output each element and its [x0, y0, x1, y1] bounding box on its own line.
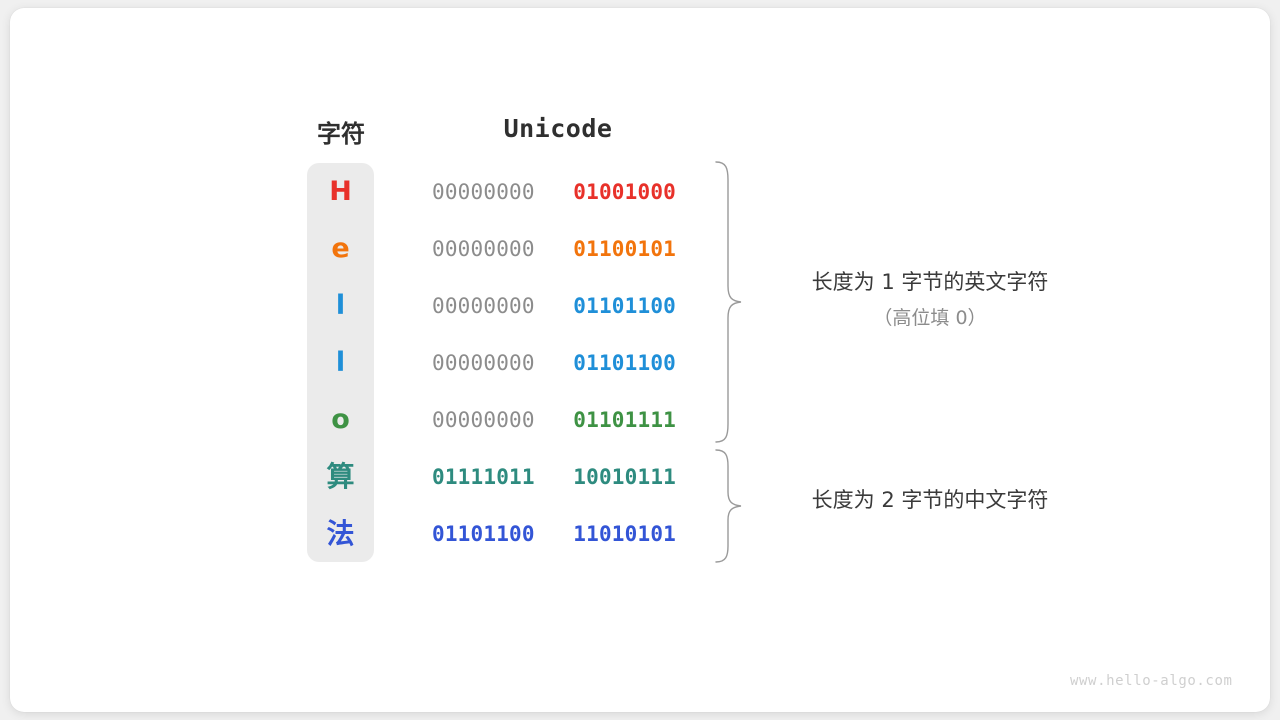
character-glyph: l — [335, 290, 346, 321]
character-cell: o — [307, 400, 374, 440]
binary-row: 00000000 01001000 — [432, 175, 684, 209]
character-glyph: H — [329, 176, 352, 207]
low-byte: 10010111 — [573, 465, 677, 489]
character-cell: 算 — [307, 457, 374, 497]
character-glyph: l — [335, 347, 346, 378]
character-cell: l — [307, 343, 374, 383]
character-column-box — [307, 163, 374, 562]
binary-row: 00000000 01100101 — [432, 232, 684, 266]
low-byte: 01101100 — [573, 294, 677, 318]
column-header-character: 字符 — [317, 120, 365, 148]
high-byte: 01111011 — [432, 465, 561, 489]
character-glyph: o — [331, 404, 350, 435]
low-byte: 01001000 — [573, 180, 677, 204]
watermark: www.hello-algo.com — [1070, 673, 1233, 689]
high-byte: 00000000 — [432, 408, 561, 432]
binary-row: 00000000 01101111 — [432, 403, 684, 437]
low-byte: 01101100 — [573, 351, 677, 375]
binary-row: 01101100 11010101 — [432, 517, 684, 551]
character-cell: e — [307, 229, 374, 269]
high-byte: 00000000 — [432, 237, 561, 261]
character-glyph: e — [331, 233, 350, 264]
annotation-one-byte-sub: （高位填 0） — [873, 307, 987, 329]
high-byte: 01101100 — [432, 522, 561, 546]
brace-one-byte-group — [715, 161, 742, 443]
character-glyph: 算 — [326, 460, 355, 493]
character-glyph: 法 — [326, 517, 355, 550]
low-byte: 11010101 — [573, 522, 677, 546]
binary-row: 00000000 01101100 — [432, 289, 684, 323]
high-byte: 00000000 — [432, 180, 561, 204]
character-cell: 法 — [307, 514, 374, 554]
annotation-two-byte-main: 长度为 2 字节的中文字符 — [811, 488, 1049, 512]
character-cell: l — [307, 286, 374, 326]
low-byte: 01101111 — [573, 408, 677, 432]
brace-two-byte-group — [715, 449, 742, 563]
annotation-one-byte-main: 长度为 1 字节的英文字符 — [811, 270, 1049, 294]
column-header-unicode: Unicode — [503, 114, 613, 143]
binary-row: 00000000 01101100 — [432, 346, 684, 380]
high-byte: 00000000 — [432, 351, 561, 375]
character-cell: H — [307, 172, 374, 212]
high-byte: 00000000 — [432, 294, 561, 318]
content-card — [10, 8, 1270, 712]
low-byte: 01100101 — [573, 237, 677, 261]
binary-row: 01111011 10010111 — [432, 460, 684, 494]
